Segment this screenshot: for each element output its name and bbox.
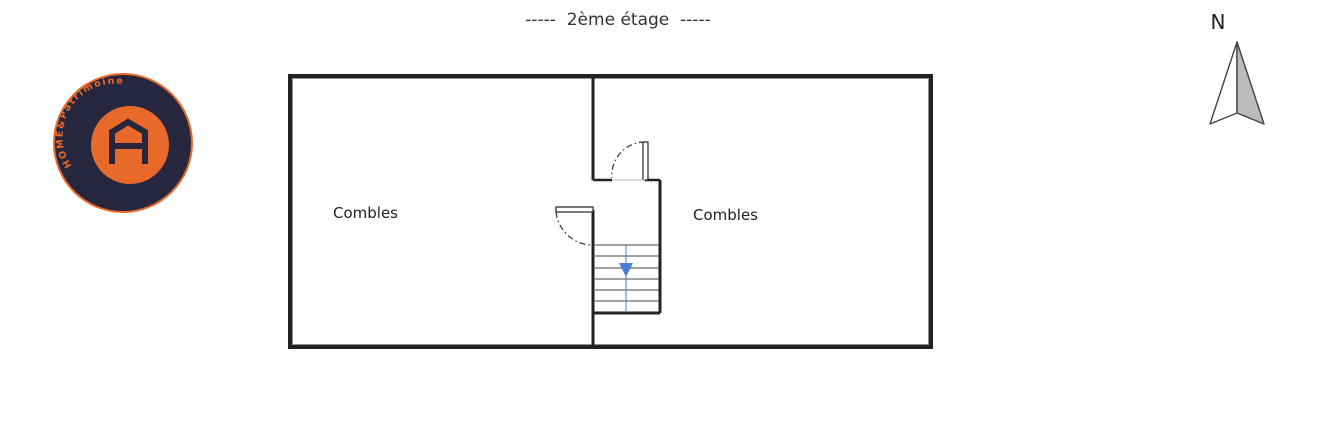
- door-leaf-top: [642, 141, 649, 181]
- door-swing-left: [555, 211, 594, 246]
- outer-wall: [288, 74, 933, 349]
- north-label: N: [1211, 10, 1226, 34]
- door-swing-top: [611, 141, 646, 179]
- stair-treads: [595, 244, 659, 302]
- floor-title: ----- 2ème étage -----: [525, 10, 711, 30]
- outer-wall-inner-line: [292, 78, 929, 345]
- stair-down-arrow-icon: [619, 263, 633, 277]
- room-label-right: Combles: [693, 206, 758, 224]
- home-patrimoine-logo: HOME&Patrimoine: [53, 73, 193, 213]
- room-label-left: Combles: [333, 204, 398, 222]
- north-arrow: N: [1209, 10, 1265, 125]
- north-arrow-right-half: [1236, 41, 1265, 125]
- logo-monogram-icon: [109, 118, 148, 164]
- door-leaf-left: [555, 206, 594, 213]
